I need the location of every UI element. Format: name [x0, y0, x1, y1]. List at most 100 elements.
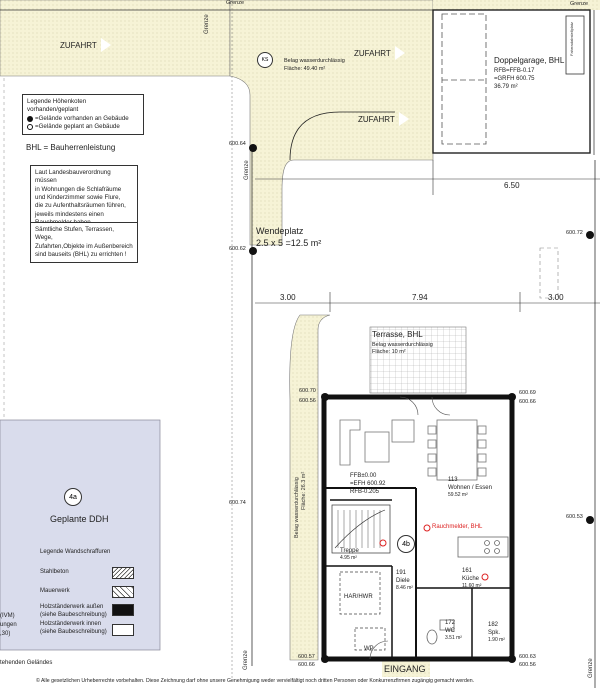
- timber-int-swatch: [112, 624, 134, 636]
- side-path-note-line2: Fläche: 26.3 m²: [301, 471, 307, 510]
- wall-legend-title: Legende Wandschraffuren: [40, 549, 111, 555]
- side-path-note-line1: Belag wasserdurchlässig: [294, 477, 300, 538]
- diele-name: Diele: [396, 578, 410, 584]
- timber-ext-swatch: [112, 604, 134, 616]
- kitchen-counter: [457, 536, 509, 558]
- level-600-57: 600.57: [298, 654, 315, 660]
- height-markers: [249, 144, 594, 663]
- level-600-74: 600.74: [229, 500, 246, 506]
- legend-heights-title: Legende Höhenkoten: [27, 98, 87, 105]
- smoke-note-line: Laut Landesbauverordnung müssen: [35, 169, 111, 185]
- wall-legend-masonry: Mauerwerk: [40, 588, 70, 594]
- legend-heights-item1-label: =Gelände vorhanden an Gebäude: [35, 114, 129, 122]
- garage-right-area: [433, 0, 600, 10]
- level-600-66: 600.66: [519, 399, 536, 405]
- level-600-56: 600.56: [299, 398, 316, 404]
- terrace-line1: Belag wasserdurchlässig: [372, 342, 433, 348]
- driveway-area: [0, 0, 231, 77]
- level-600-63: 600.63: [519, 654, 536, 660]
- driveway-arrow-2-label: ZUFAHRT: [354, 48, 391, 58]
- level-600-53: 600.53: [566, 514, 583, 520]
- driveway-arrow-1-label: ZUFAHRT: [60, 40, 97, 50]
- driveway-arrow-1: ZUFAHRT: [60, 37, 111, 53]
- driveway-arrow-2: ZUFAHRT: [354, 45, 405, 61]
- legend-heights-item1: =Gelände vorhanden an Gebäude: [27, 115, 139, 123]
- har-hwr-label: HAR/HWR: [344, 594, 373, 600]
- left-cut-text-3: ,30): [0, 631, 11, 637]
- wendeplatz-title: Wendeplatz: [256, 226, 304, 236]
- level-600-64: 600.64: [229, 141, 246, 147]
- storage-name: Spk.: [488, 630, 501, 636]
- garage-title: Doppelgarage, BHL: [494, 56, 565, 65]
- driveway-arrow-3-label: ZUFAHRT: [358, 114, 395, 124]
- wall-legend-timber-int: Holzständerwerk innen: [40, 621, 102, 627]
- stair-area: 4.95 m²: [340, 555, 357, 561]
- smoke-note-line: die zu Aufenthaltsräumen führen,: [35, 202, 126, 210]
- wp-label: WP: [364, 646, 374, 652]
- boundary-left-bottom-label: Grenze: [243, 650, 249, 670]
- bike-storage: [565, 15, 585, 75]
- wc-name: WC: [445, 628, 455, 634]
- wc-number: 172: [445, 620, 456, 626]
- hwr-fixtures: [339, 571, 386, 651]
- paving-note-line2: Fläche: 49.40 m²: [284, 66, 326, 72]
- smoke-note-line: und Kinderzimmer sowie Flure,: [35, 194, 121, 202]
- level-600-72: 600.72: [566, 230, 583, 236]
- garage-rfb: RFB=FFB-0.17: [494, 68, 535, 74]
- legend-heights-subtitle: vorhanden/geplant: [27, 106, 79, 114]
- dimension-3-00-left: 3.00: [280, 293, 296, 302]
- smoke-note-line: jeweils mindestens einen: [35, 210, 104, 218]
- level-600-69: 600.69: [519, 390, 536, 396]
- dimension-7-94: 7.94: [412, 293, 428, 302]
- boundary-top-right-label: Grenze: [570, 1, 589, 7]
- living-rfb: RFB-0.205: [350, 489, 380, 495]
- level-600-66b: 600.66: [298, 662, 315, 668]
- terrace-area: [369, 326, 467, 394]
- living-ffb: FFB±0.00: [350, 473, 377, 479]
- exterior-note-line: Sämtliche Stufen, Terrassen, Wege,: [35, 226, 114, 242]
- level-600-56b: 600.56: [519, 662, 536, 668]
- tag-4b: 4b: [397, 535, 415, 553]
- diele-area: 8.46 m²: [396, 585, 413, 591]
- bike-storage-label: Fahrradabstellplatz: [569, 21, 574, 56]
- living-efh: =EFH 600.92: [350, 481, 386, 487]
- boundary-top-label: Grenze: [226, 0, 245, 6]
- legend-heights-item2-label: =Gelände geplant an Gebäude: [35, 123, 120, 131]
- sofa: [339, 419, 415, 466]
- wall-legend-concrete: Stahlbeton: [40, 569, 69, 575]
- storage-area: 1.90 m²: [488, 637, 505, 643]
- wendeplatz-size: 2.5 x 5 =12.5 m²: [256, 238, 322, 248]
- kitchen-name: Küche: [462, 576, 480, 582]
- left-cut-text-1: (IVM): [0, 613, 15, 619]
- left-cut-text-2: ungen: [0, 622, 17, 628]
- boundary-left-label: Grenze: [244, 160, 250, 180]
- dimension-6-50: 6.50: [504, 181, 520, 190]
- level-600-62: 600.62: [229, 246, 246, 252]
- smoke-note-line: in Wohnungen die Schlafräume: [35, 185, 122, 193]
- wall-legend-timber-ext-note: (siehe Baubeschreibung): [40, 612, 107, 618]
- living-area: 59.52 m²: [448, 492, 468, 498]
- legend-heights: Legende Höhenkoten vorhanden/geplant =Ge…: [22, 94, 144, 136]
- exterior-note-line: Zufahrten,Objekte im Außenbereich: [35, 242, 133, 250]
- neighbor-title: Geplante DDH: [50, 514, 109, 524]
- storage-number: 182: [488, 622, 499, 628]
- smoke-detector-note: Laut Landesbauverordnung müssen in Wohnu…: [30, 165, 138, 232]
- copyright-footer: © Alle gesetzlichen Urheberrechte vorbeh…: [36, 678, 475, 684]
- terrace-line2: Fläche: 10 m²: [372, 349, 406, 355]
- height-planned-icon: [27, 124, 33, 131]
- level-600-70: 600.70: [299, 388, 316, 394]
- arrow-right-icon: [99, 37, 111, 53]
- staircase: [331, 504, 391, 554]
- exterior-works-note: Sämtliche Stufen, Terrassen, Wege, Zufah…: [30, 222, 138, 264]
- bhl-note: BHL = Bauherrenleistung: [26, 143, 116, 152]
- legend-heights-item2: =Gelände geplant an Gebäude: [27, 123, 139, 131]
- left-cut-text-4: tehenden Geländes: [0, 660, 53, 666]
- height-existing-icon: [27, 115, 33, 122]
- kitchen-number: 161: [462, 568, 473, 574]
- living-number: 113: [448, 477, 458, 483]
- stair-name: Treppe: [340, 548, 359, 554]
- tag-4a: 4a: [64, 488, 82, 506]
- wall-legend-timber-int-note: (siehe Baubeschreibung): [40, 629, 107, 635]
- arrow-right-icon: [393, 45, 405, 61]
